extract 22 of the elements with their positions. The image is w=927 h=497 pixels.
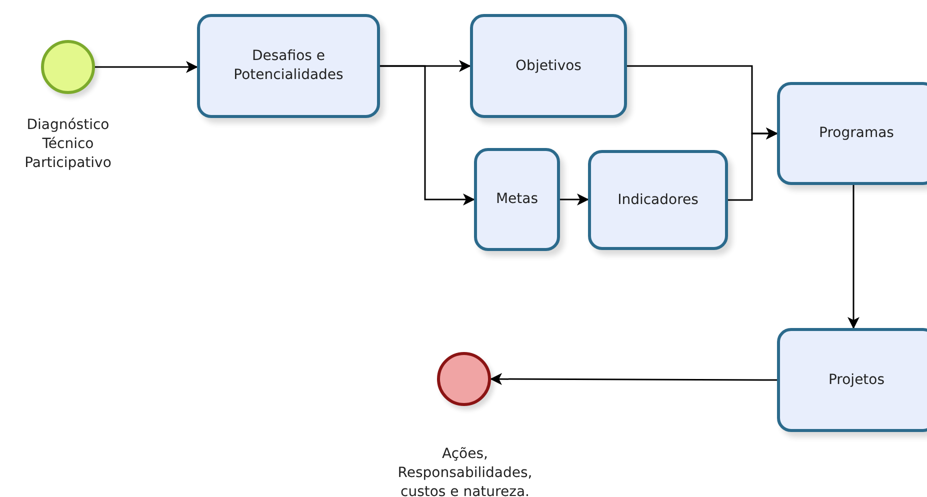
arrow [848, 185, 860, 329]
arrow [380, 65, 475, 206]
process-box [474, 148, 560, 251]
event-caption: Ações, Responsabilidades, custos e natureza. [396, 445, 534, 497]
start-event-circle [41, 40, 95, 94]
arrow [490, 373, 777, 386]
box-label: Indicadores [618, 190, 698, 210]
process-box [588, 150, 728, 250]
box-label: Desafios e Potencialidades [232, 47, 344, 85]
process-box [777, 82, 927, 185]
event-caption: Diagnóstico Técnico Participativo [24, 116, 112, 173]
process-box [197, 14, 380, 118]
box-label: Metas [496, 190, 538, 209]
process-box [470, 14, 627, 118]
end-event-circle [437, 352, 491, 406]
box-label: Projetos [828, 370, 885, 390]
arrow [95, 61, 198, 73]
box-label: Programas [819, 124, 894, 143]
arrow [728, 128, 778, 201]
box-label: Objetivos [516, 56, 582, 76]
arrow [560, 194, 589, 206]
process-box [777, 328, 927, 432]
